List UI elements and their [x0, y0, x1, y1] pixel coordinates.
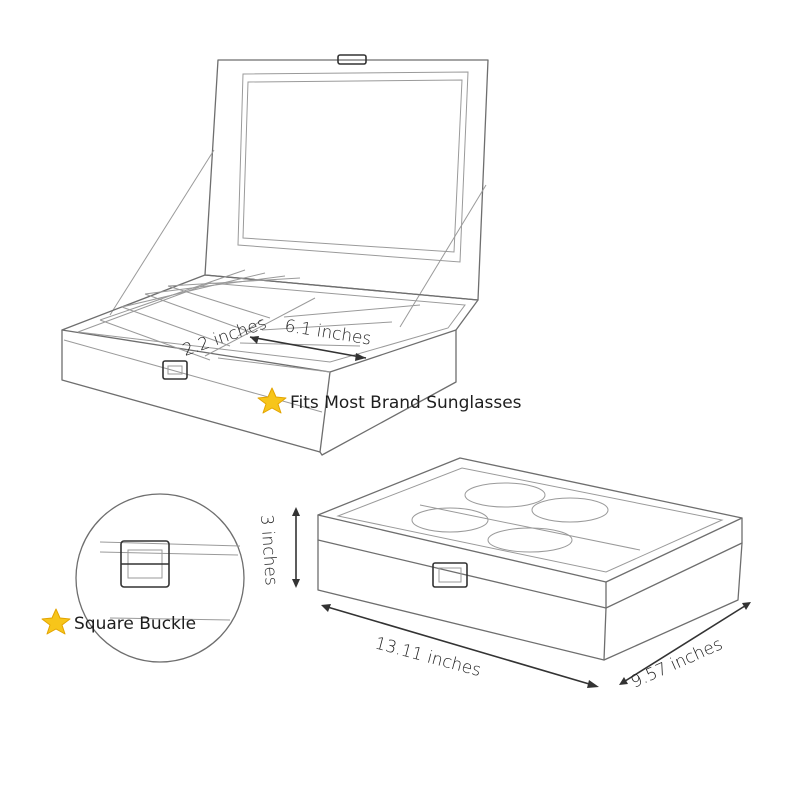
star-icon — [257, 387, 287, 414]
dimension-arrows-open-box — [237, 319, 367, 361]
feature-fit-text: Fits Most Brand Sunglasses — [290, 393, 522, 413]
star-icon — [41, 608, 71, 635]
dimension-arrows-closed-box — [292, 507, 751, 688]
buckle-closeup — [75, 493, 245, 663]
closed-box-illustration — [317, 457, 743, 661]
feature-buckle-text: Square Buckle — [74, 614, 196, 634]
open-box-illustration — [61, 54, 489, 456]
label-height: 3 inches — [256, 514, 281, 586]
label-length: 13.11 inches — [373, 634, 483, 682]
